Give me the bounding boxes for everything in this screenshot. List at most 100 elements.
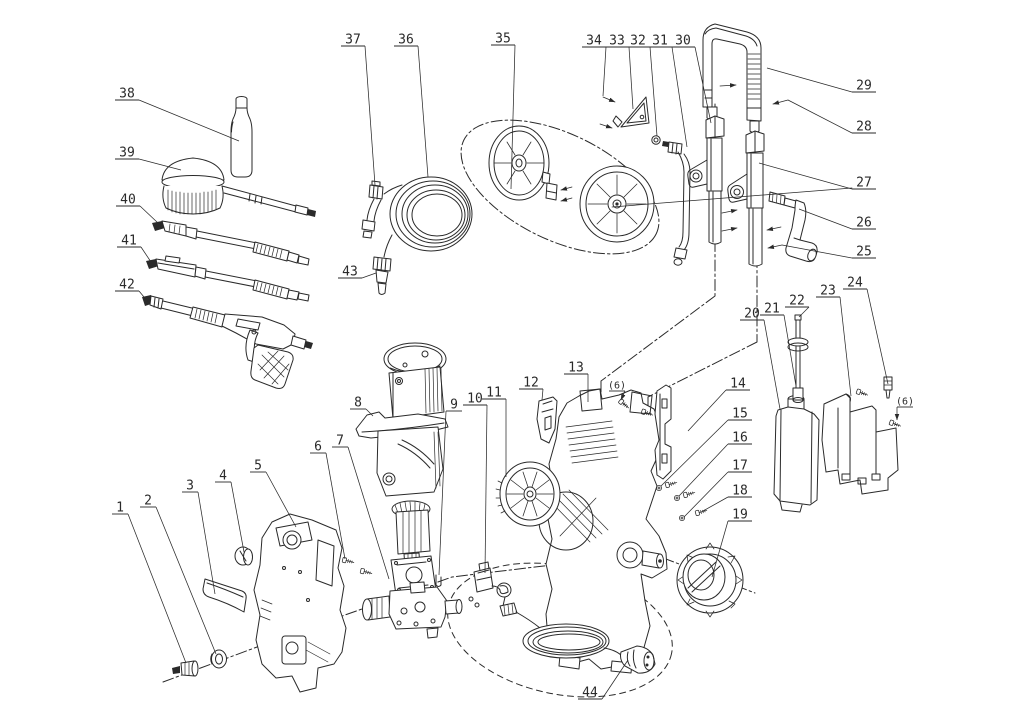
motor-lower-housing xyxy=(376,426,444,497)
callout-31: 31 xyxy=(648,34,688,148)
power-cord xyxy=(515,611,623,659)
side-cover-panel xyxy=(654,384,672,480)
callout-29: 29 xyxy=(766,67,876,94)
callout-10: 10 xyxy=(463,392,488,574)
retaining-pin xyxy=(435,574,442,587)
svg-text:6: 6 xyxy=(314,440,322,455)
svg-text:14: 14 xyxy=(730,377,746,392)
callout-35: 35 xyxy=(491,32,516,190)
callout-44: 44 xyxy=(578,659,629,701)
svg-text:29: 29 xyxy=(856,79,872,94)
front-housing xyxy=(253,513,347,693)
callout-22: 22 xyxy=(785,294,810,318)
svg-text:4: 4 xyxy=(219,469,227,484)
svg-text:40: 40 xyxy=(120,193,136,208)
svg-text:21: 21 xyxy=(764,302,780,317)
push-handle xyxy=(702,23,762,134)
callout-23: 23 xyxy=(816,284,852,397)
callout-1: 1 xyxy=(112,501,187,664)
svg-text:3: 3 xyxy=(186,479,194,494)
svg-text:35: 35 xyxy=(495,32,511,47)
callout-25: 25 xyxy=(781,245,876,260)
trim-panel xyxy=(202,578,247,613)
svg-text:30: 30 xyxy=(675,34,691,49)
svg-text:7: 7 xyxy=(336,434,344,449)
callout-33: 33 xyxy=(605,34,634,110)
callout-26: 26 xyxy=(798,208,876,231)
svg-text:24: 24 xyxy=(847,276,863,291)
cord-hook-bracket xyxy=(536,396,558,444)
callout-8: 8 xyxy=(350,396,374,417)
callout-39: 39 xyxy=(115,146,182,171)
svg-text:23: 23 xyxy=(820,284,836,299)
svg-text:26: 26 xyxy=(856,216,872,231)
outlet-tube xyxy=(662,141,691,266)
svg-text:36: 36 xyxy=(398,33,414,48)
main-body xyxy=(538,388,668,674)
handle-tube-right xyxy=(727,130,765,267)
wheel xyxy=(676,542,744,618)
svg-text:10: 10 xyxy=(467,392,483,407)
svg-text:17: 17 xyxy=(732,459,748,474)
callout-40: 40 xyxy=(116,193,159,224)
svg-text:18: 18 xyxy=(732,484,748,499)
callout-6: 6 xyxy=(310,440,346,560)
callout-32: 32 xyxy=(626,34,658,137)
assembly-arrows xyxy=(560,83,789,249)
svg-text:34: 34 xyxy=(586,34,602,49)
callout-12: 12 xyxy=(519,376,544,401)
svg-text:43: 43 xyxy=(342,265,358,280)
cooling-fan xyxy=(495,461,561,527)
callout-16: 16 xyxy=(678,431,752,497)
spray-gun xyxy=(142,295,313,389)
svg-text:32: 32 xyxy=(630,34,646,49)
motor-screws xyxy=(341,556,373,577)
rear-housing xyxy=(821,393,899,495)
callout-2: 2 xyxy=(140,494,217,655)
svg-text:20: 20 xyxy=(744,307,760,322)
callout-13: 13 xyxy=(564,361,589,402)
callout-5: 5 xyxy=(250,459,297,528)
svg-text:41: 41 xyxy=(121,234,137,249)
handle-tube-left xyxy=(687,115,725,245)
svg-text:(6): (6) xyxy=(608,381,626,392)
svg-text:19: 19 xyxy=(732,508,748,523)
seal-washer xyxy=(210,649,227,669)
detergent-tank xyxy=(773,395,820,513)
svg-text:5: 5 xyxy=(254,459,262,474)
callout-38: 38 xyxy=(115,87,240,142)
suction-tube xyxy=(787,314,809,403)
svg-text:42: 42 xyxy=(119,278,135,293)
svg-text:38: 38 xyxy=(119,87,135,102)
callout-14: 14 xyxy=(687,377,750,432)
svg-text:27: 27 xyxy=(856,176,872,191)
callout-11: 11 xyxy=(482,386,507,477)
callout-9: 9 xyxy=(438,398,462,576)
svg-text:13: 13 xyxy=(568,361,584,376)
svg-text:9: 9 xyxy=(450,398,458,413)
reel-crank-handle xyxy=(768,191,818,263)
power-plug xyxy=(620,645,656,674)
svg-text:39: 39 xyxy=(119,146,135,161)
power-switch xyxy=(468,561,494,608)
callout-20: 20 xyxy=(740,307,781,410)
wash-brush xyxy=(161,157,316,217)
callout-34: 34 xyxy=(582,34,607,97)
callout-qty-6qty-: (6) xyxy=(608,381,626,401)
callout-24: 24 xyxy=(843,276,889,385)
svg-text:37: 37 xyxy=(345,33,361,48)
svg-text:44: 44 xyxy=(582,686,598,701)
svg-text:25: 25 xyxy=(856,245,872,260)
detergent-bottle xyxy=(230,96,253,178)
callout-43: 43 xyxy=(338,265,377,280)
callout-21: 21 xyxy=(760,302,797,387)
motor-upper-housing xyxy=(388,366,445,420)
callout-19: 19 xyxy=(711,508,752,578)
svg-text:15: 15 xyxy=(732,407,748,422)
callout-41: 41 xyxy=(117,234,152,263)
callout-30: 30 xyxy=(671,34,712,124)
soap-knob xyxy=(234,546,253,566)
